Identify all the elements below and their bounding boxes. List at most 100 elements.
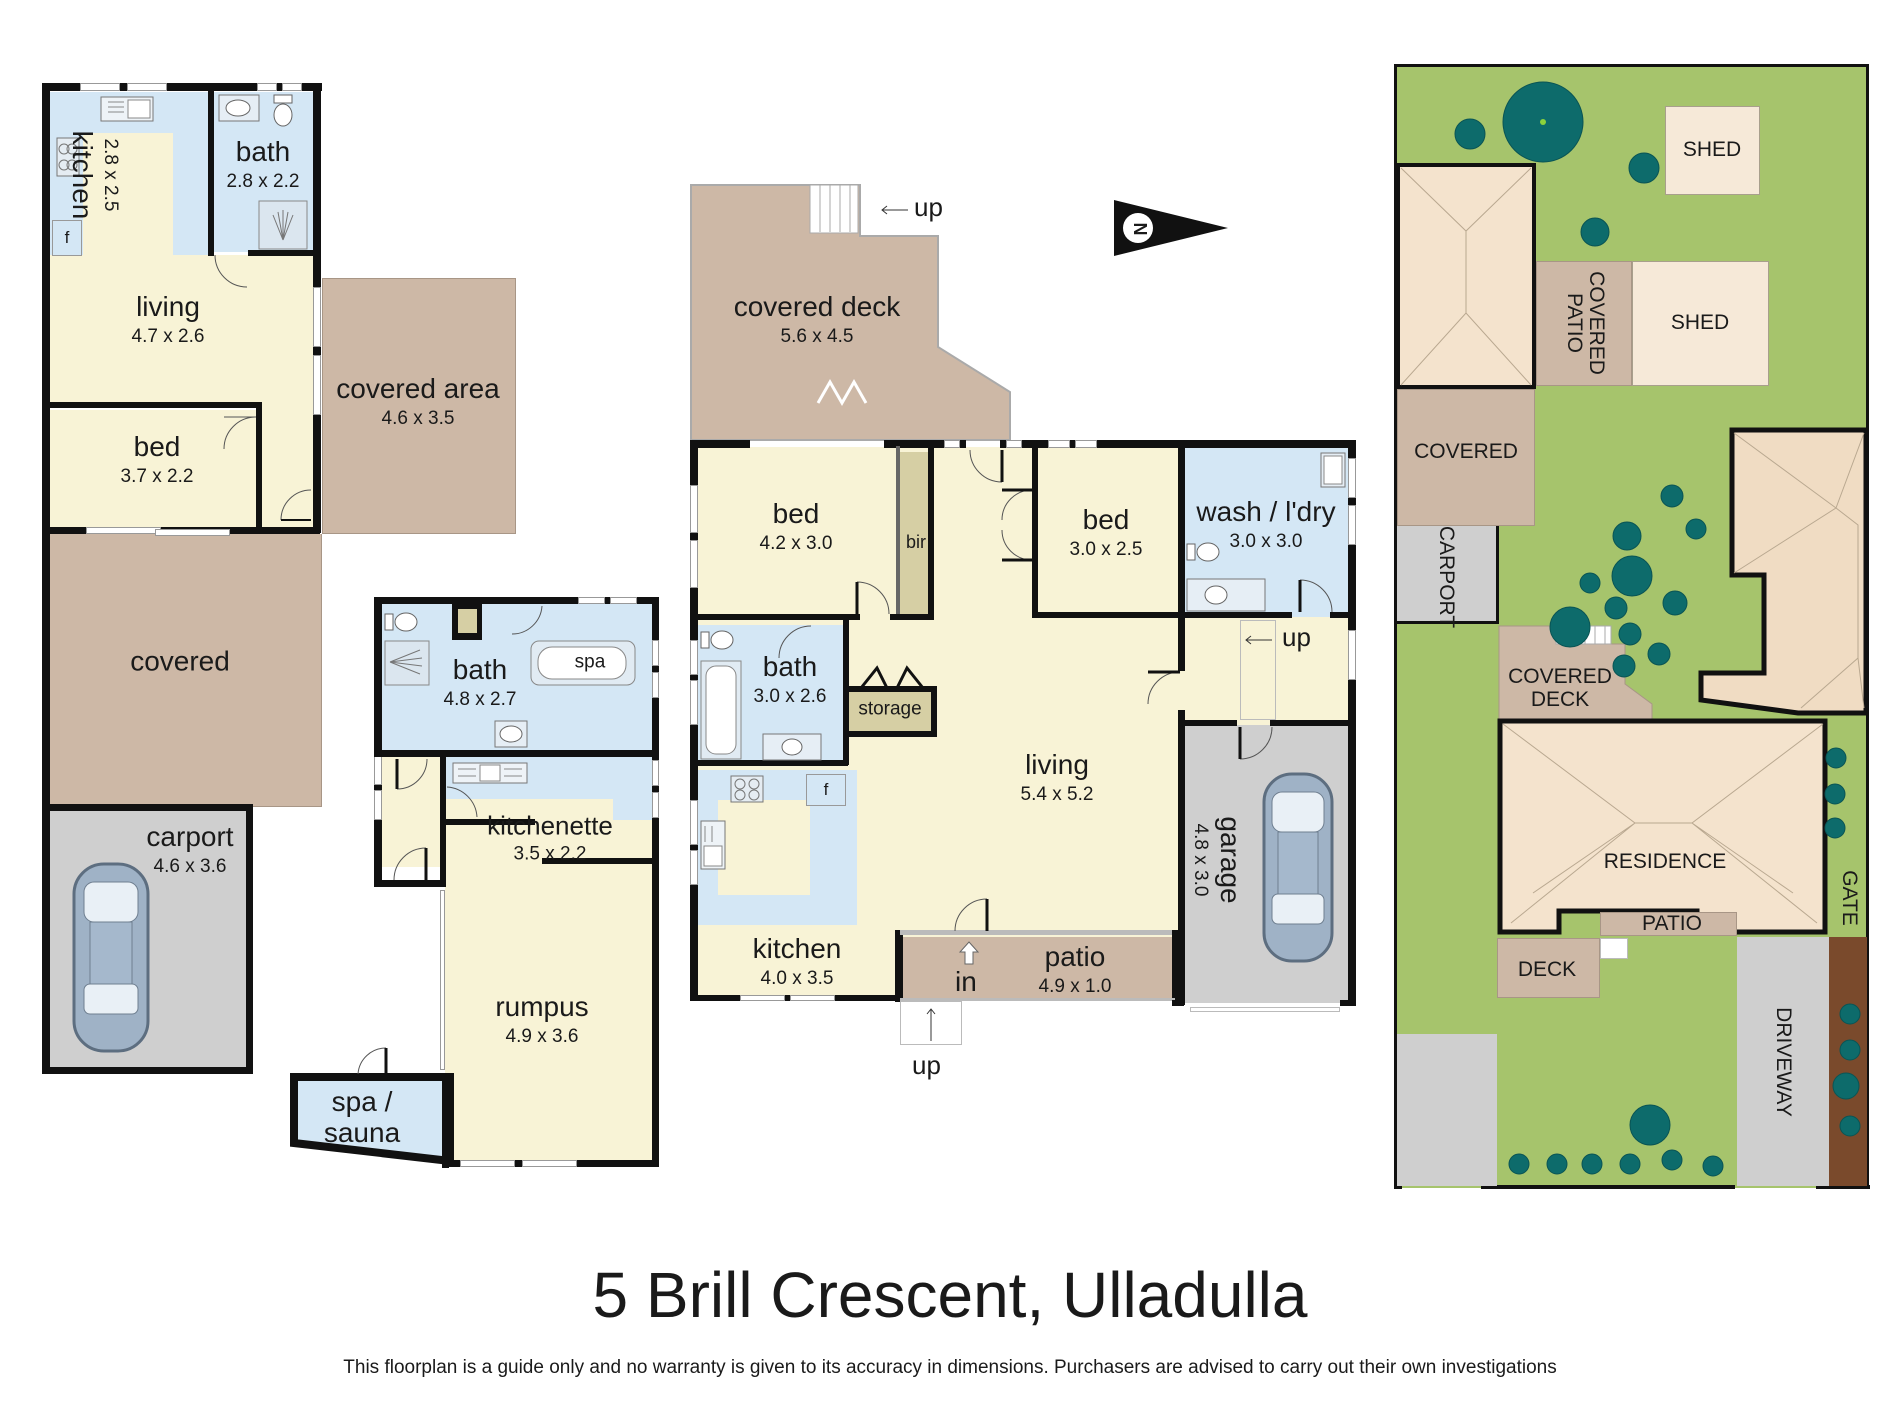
- window: [944, 440, 960, 448]
- site-covered-patio: [1536, 261, 1632, 386]
- sink-icon: [700, 820, 726, 870]
- room-outbuilding-living: [50, 255, 313, 405]
- wall: [246, 804, 253, 1074]
- north-compass-icon: [1114, 200, 1228, 256]
- window: [652, 760, 659, 786]
- door-icon: [223, 416, 257, 450]
- wall: [843, 620, 849, 765]
- wall: [690, 614, 860, 620]
- door-icon: [511, 605, 543, 635]
- door-icon: [778, 625, 812, 659]
- site-paved-strip: [1397, 1034, 1497, 1186]
- window: [1075, 440, 1097, 448]
- wall: [884, 440, 944, 448]
- wall: [931, 686, 937, 736]
- room-covered-deck: [690, 184, 1011, 441]
- window: [1348, 630, 1356, 680]
- window: [374, 755, 382, 785]
- wall: [690, 760, 848, 766]
- label-site-patio: PATIO: [1642, 912, 1702, 935]
- site-garden-bed: [1829, 937, 1867, 1186]
- site-shed-2: [1632, 261, 1769, 386]
- shower-icon: [258, 200, 308, 250]
- rear-hall-stairs: [1240, 620, 1276, 720]
- label-garage: garage: [1215, 816, 1246, 904]
- wall: [690, 440, 750, 448]
- shower-icon: [384, 640, 430, 686]
- wall: [542, 858, 654, 864]
- wall: [42, 83, 322, 91]
- window: [257, 83, 277, 91]
- bathtub-icon: [700, 660, 742, 760]
- cooktop-icon: [56, 137, 80, 177]
- label-up-front: up: [912, 1050, 941, 1080]
- wall: [208, 91, 214, 256]
- label-site-residence: RESIDENCE: [1603, 850, 1727, 873]
- door-icon: [969, 449, 1004, 483]
- wall: [896, 446, 900, 618]
- wall: [900, 930, 1180, 935]
- kitchenette-bench-side: [613, 780, 653, 820]
- door-icon: [393, 847, 428, 881]
- label-outbuilding-kitchen: kitchen: [67, 130, 98, 220]
- wall: [890, 614, 934, 620]
- window: [740, 995, 785, 1001]
- site-driveway: [1737, 937, 1829, 1186]
- wall: [440, 757, 446, 887]
- double-door-icon: [859, 665, 925, 689]
- wall: [248, 250, 314, 256]
- window: [1348, 505, 1356, 545]
- wall: [42, 83, 50, 1073]
- wall: [1340, 1000, 1356, 1006]
- laundry-tub-icon: [1320, 452, 1346, 488]
- window: [652, 672, 659, 698]
- boundary: [1816, 1185, 1870, 1189]
- basin-icon: [762, 733, 822, 761]
- garage-door: [1190, 1007, 1340, 1012]
- fridge-icon: f: [806, 774, 846, 806]
- wall: [1348, 440, 1356, 1005]
- site-shed-1: [1665, 106, 1760, 195]
- window: [282, 83, 302, 91]
- label-up-deck: up: [914, 192, 943, 222]
- cooktop-icon: [730, 775, 764, 803]
- wall: [374, 597, 382, 887]
- room-bir: [900, 452, 930, 614]
- wall: [1178, 710, 1185, 1005]
- wall: [1022, 440, 1355, 448]
- basin-icon: [218, 94, 260, 122]
- wall: [1172, 930, 1180, 1005]
- door-icon: [280, 489, 312, 521]
- wall: [1270, 720, 1350, 726]
- site-carport: [1397, 526, 1499, 624]
- hall-lower: [382, 757, 442, 867]
- stair-arrow-icon: [926, 1008, 936, 1041]
- label-bir: bir: [905, 532, 927, 553]
- door-icon: [446, 786, 478, 818]
- wall: [652, 597, 659, 1167]
- boundary: [1394, 1185, 1402, 1189]
- site-covered: [1397, 389, 1535, 526]
- window: [1348, 458, 1356, 498]
- sliding-door: [440, 890, 445, 1070]
- toilet-icon: [1186, 542, 1220, 562]
- wall: [960, 440, 966, 448]
- label-site-covered: COVERED: [1414, 440, 1518, 463]
- stair-arrow-icon: [881, 205, 908, 215]
- window: [690, 640, 698, 675]
- wall: [445, 819, 535, 825]
- room-main-kitchen: [697, 925, 897, 997]
- wall: [1182, 612, 1292, 618]
- wall: [843, 731, 937, 737]
- wall: [900, 998, 1175, 1001]
- window: [313, 287, 321, 347]
- door-icon: [855, 581, 890, 615]
- trees-icon: [1454, 81, 1861, 1177]
- door-icon: [357, 1047, 388, 1075]
- site-patio: [1600, 912, 1737, 936]
